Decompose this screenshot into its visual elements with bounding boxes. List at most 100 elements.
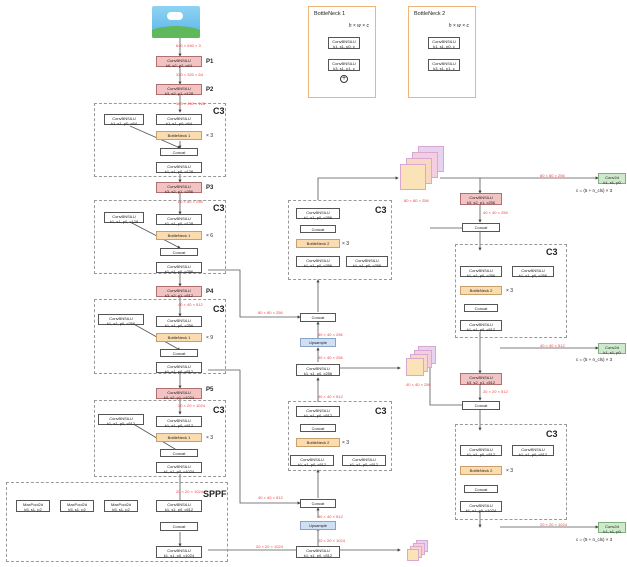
neck-c3-top-mult: × 3 <box>342 241 349 247</box>
c3-4-left-conv: ConvBNSiLUk1, s1, p0, c512 <box>98 414 144 425</box>
c3-3-bottleneck: BottleNeck 1 <box>156 333 202 342</box>
feature-map-80-dim: 80 × 80 × 256 <box>404 198 429 203</box>
legend-bottleneck-1-title: BottleNeck 1 <box>314 11 345 17</box>
detect-formula-2: c = (5 + n_cls) × 3 <box>576 357 612 362</box>
head-down-conv-2: ConvBNSiLUk3, s2, p1, c512 <box>460 373 502 385</box>
c3-1-concat: Concat <box>160 148 198 156</box>
c3-block-2-title: C3 <box>213 203 225 213</box>
add-icon: + <box>340 75 348 83</box>
head-dim-top: 80 × 80 × 256 <box>540 173 565 178</box>
detect-formula-1: c = (5 + n_cls) × 3 <box>576 188 612 193</box>
c3-block-3-title: C3 <box>213 304 225 314</box>
head-c3-a-title: C3 <box>546 247 558 257</box>
c3-4-bottleneck: BottleNeck 1 <box>156 433 202 442</box>
c3-1-bottleneck: BottleNeck 1 <box>156 131 202 140</box>
head-concat-2: Concat <box>462 401 500 410</box>
hill-icon <box>152 26 200 38</box>
head-c3-b-concat: Concat <box>464 485 498 493</box>
c3-2-concat: Concat <box>160 248 198 256</box>
c3-block-1-title: C3 <box>213 106 225 116</box>
neck-dim-20a: 20 × 20 × 1024 <box>318 538 345 543</box>
neck-c3-bottom-mult: × 3 <box>342 440 349 446</box>
head-c3-b-right-conv: ConvBNSiLUk1, s1, p0, c512 <box>512 445 554 456</box>
neck-dim-40d: 40 × 40 × 512 <box>318 514 343 519</box>
head-dim-b: 40 × 40 × 512 <box>540 343 565 348</box>
neck-dim-40a: 40 × 40 × 256 <box>318 332 343 337</box>
head-dim-d: 20 × 20 × 1024 <box>540 522 567 527</box>
neck-c3-bottom-title: C3 <box>375 406 387 416</box>
c3-1-mult: × 3 <box>206 133 213 139</box>
c3-2-mult: × 6 <box>206 233 213 239</box>
c3-4-mult: × 3 <box>206 435 213 441</box>
p4-label: P4 <box>206 289 213 295</box>
c3-2-right-conv: ConvBNSiLUk1, s1, p0, c128 <box>156 214 202 225</box>
p3-label: P3 <box>206 185 213 191</box>
legend-bottleneck-2-title: BottleNeck 2 <box>414 11 445 17</box>
head-c3-a-mult: × 3 <box>506 288 513 294</box>
neck-dim-20b: 20 × 20 × 1024 <box>256 544 283 549</box>
neck-dim-80: 80 × 80 × 256 <box>258 310 283 315</box>
neck-dim-40-mid: 40 × 40 × 256 <box>318 355 343 360</box>
legend-bottleneck-1-eq: h × w × c <box>349 23 369 29</box>
head-c3-a-concat: Concat <box>464 304 498 312</box>
c3-3-mult: × 9 <box>206 335 213 341</box>
head-c3-a-left-conv: ConvBNSiLUk1, s1, p0, c256 <box>460 266 502 277</box>
neck-upsample-1: Upsample <box>300 338 336 347</box>
neck-dim-40c: 40 × 40 × 512 <box>258 495 283 500</box>
c3-4-concat: Concat <box>160 449 198 457</box>
p5-label: P5 <box>206 387 213 393</box>
head-dim-c: 20 × 20 × 512 <box>483 389 508 394</box>
neck-c3-bottom-concat: Concat <box>300 424 336 432</box>
input-dim: 640 × 640 × 3 <box>176 43 201 48</box>
head-dim-a: 40 × 40 × 256 <box>483 210 508 215</box>
p1-dim: 320 × 320 × 64 <box>176 72 203 77</box>
head-c3-b-mult: × 3 <box>506 468 513 474</box>
neck-c3-bottom-bottleneck: BottleNeck 2 <box>296 438 340 447</box>
c3-block-4-title: C3 <box>213 405 225 415</box>
neck-c3-top-bottleneck: BottleNeck 2 <box>296 239 340 248</box>
cloud-icon <box>167 12 183 20</box>
neck-upsample-2: Upsample <box>300 521 336 530</box>
c3-2-bottleneck: BottleNeck 1 <box>156 231 202 240</box>
p2-label: P2 <box>206 87 213 93</box>
head-c3-b-title: C3 <box>546 429 558 439</box>
neck-concat-1: Concat <box>300 313 336 322</box>
c3-4-right-conv: ConvBNSiLUk1, s1, p0, c512 <box>156 416 202 427</box>
head-c3-b-bottleneck: BottleNeck 2 <box>460 466 502 475</box>
neck-dim-40b: 40 × 40 × 512 <box>318 394 343 399</box>
detect-formula-3: c = (5 + n_cls) × 3 <box>576 537 612 542</box>
